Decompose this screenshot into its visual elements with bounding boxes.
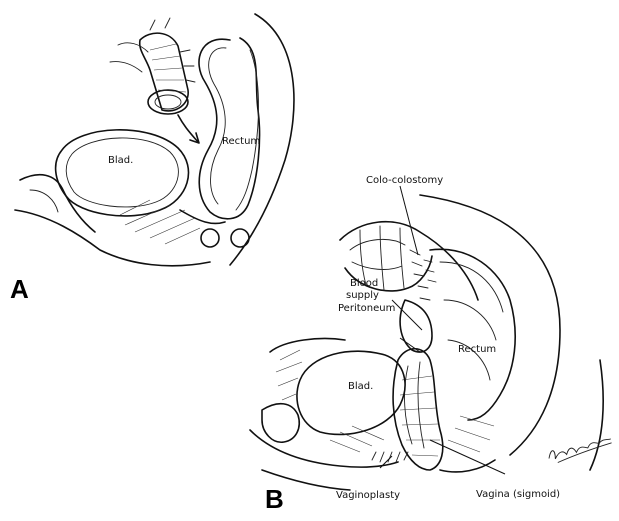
- label-a-bladder: Blad.: [108, 155, 133, 166]
- artist-signature: [548, 438, 613, 464]
- label-colo-colostomy: Colo-colostomy: [366, 175, 443, 186]
- label-a-rectum: Rectum: [222, 136, 260, 147]
- label-vaginoplasty: Vaginoplasty: [336, 490, 400, 501]
- panel-a-arrow: [178, 115, 198, 142]
- panel-b-rectum: [430, 249, 515, 420]
- panel-a-rectum: [199, 38, 260, 219]
- panel-label-b: B: [265, 484, 284, 514]
- panel-b-bladder: [297, 351, 405, 434]
- label-b-bladder: Blad.: [348, 381, 373, 392]
- panel-label-a: A: [10, 274, 29, 304]
- panel-a-bladder: [56, 130, 189, 216]
- panel-a-bowel-segment: [110, 18, 195, 114]
- label-blood-supply-1: Blood: [350, 278, 378, 289]
- label-vagina-sigmoid: Vagina (sigmoid): [476, 489, 560, 500]
- leader-lines: [380, 186, 505, 474]
- panel-b-drawing: [250, 195, 603, 490]
- label-b-rectum: Rectum: [458, 344, 496, 355]
- label-blood-supply-2: supply: [346, 290, 379, 301]
- label-peritoneum: Peritoneum: [338, 303, 395, 314]
- leader-colo-colostomy: [400, 186, 418, 255]
- panel-b-body-contour: [420, 195, 560, 455]
